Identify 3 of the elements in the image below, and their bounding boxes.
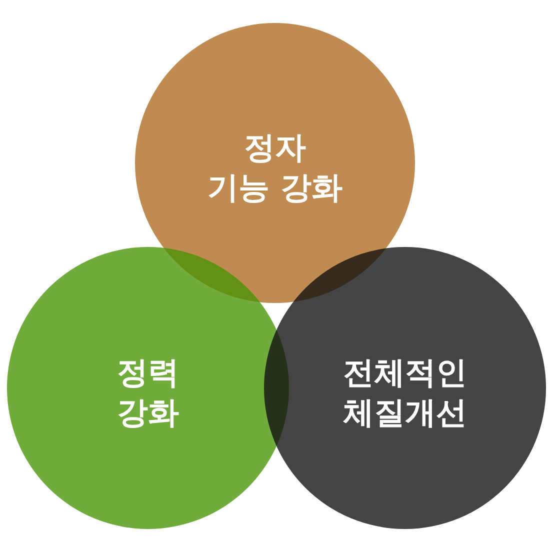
circle-label: 정력 강화 xyxy=(117,354,179,433)
circle-label: 전체적인 체질개선 xyxy=(343,354,467,433)
circle-label: 정자 기능 강화 xyxy=(208,129,342,208)
